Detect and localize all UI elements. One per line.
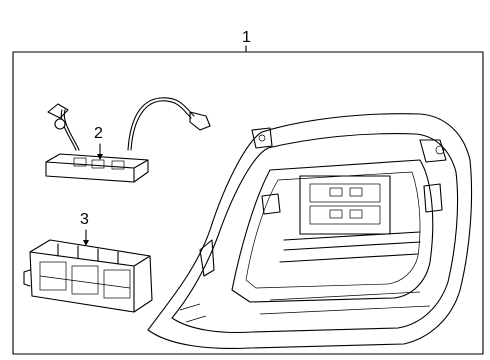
part-3-switch-block xyxy=(23,239,153,313)
part-1-console-housing xyxy=(147,113,473,350)
callout-part-2: 2 xyxy=(94,125,103,142)
callout-part-1: 1 xyxy=(242,29,251,46)
part-2-module-harness xyxy=(45,97,211,183)
assembly-frame xyxy=(12,51,484,355)
callout-part-3: 3 xyxy=(80,211,89,228)
leader-arrow-3 xyxy=(83,240,89,246)
